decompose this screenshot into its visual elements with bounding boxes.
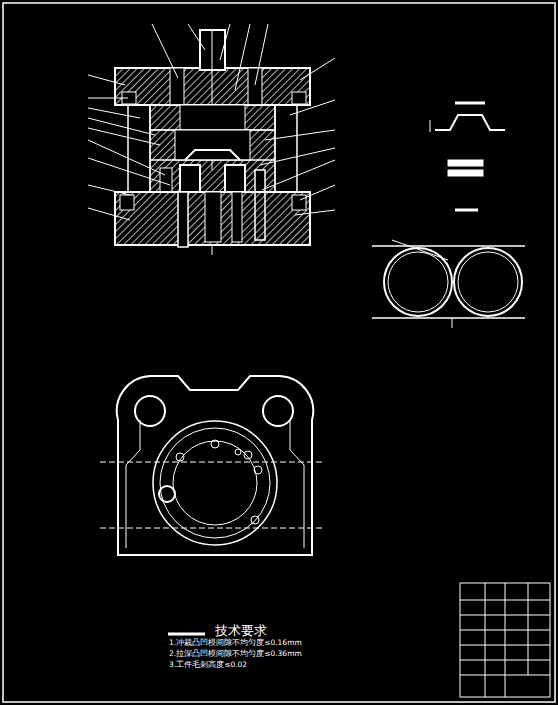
technical-note: 1.冲裁凸凹模间隙不均匀度≤0.16mm [168,638,303,648]
technical-note: 3.工件毛刺高度≤0.02 [168,660,248,670]
technical-note: 2.拉深凸凹模间隙不均匀度≤0.36mm [168,649,303,659]
